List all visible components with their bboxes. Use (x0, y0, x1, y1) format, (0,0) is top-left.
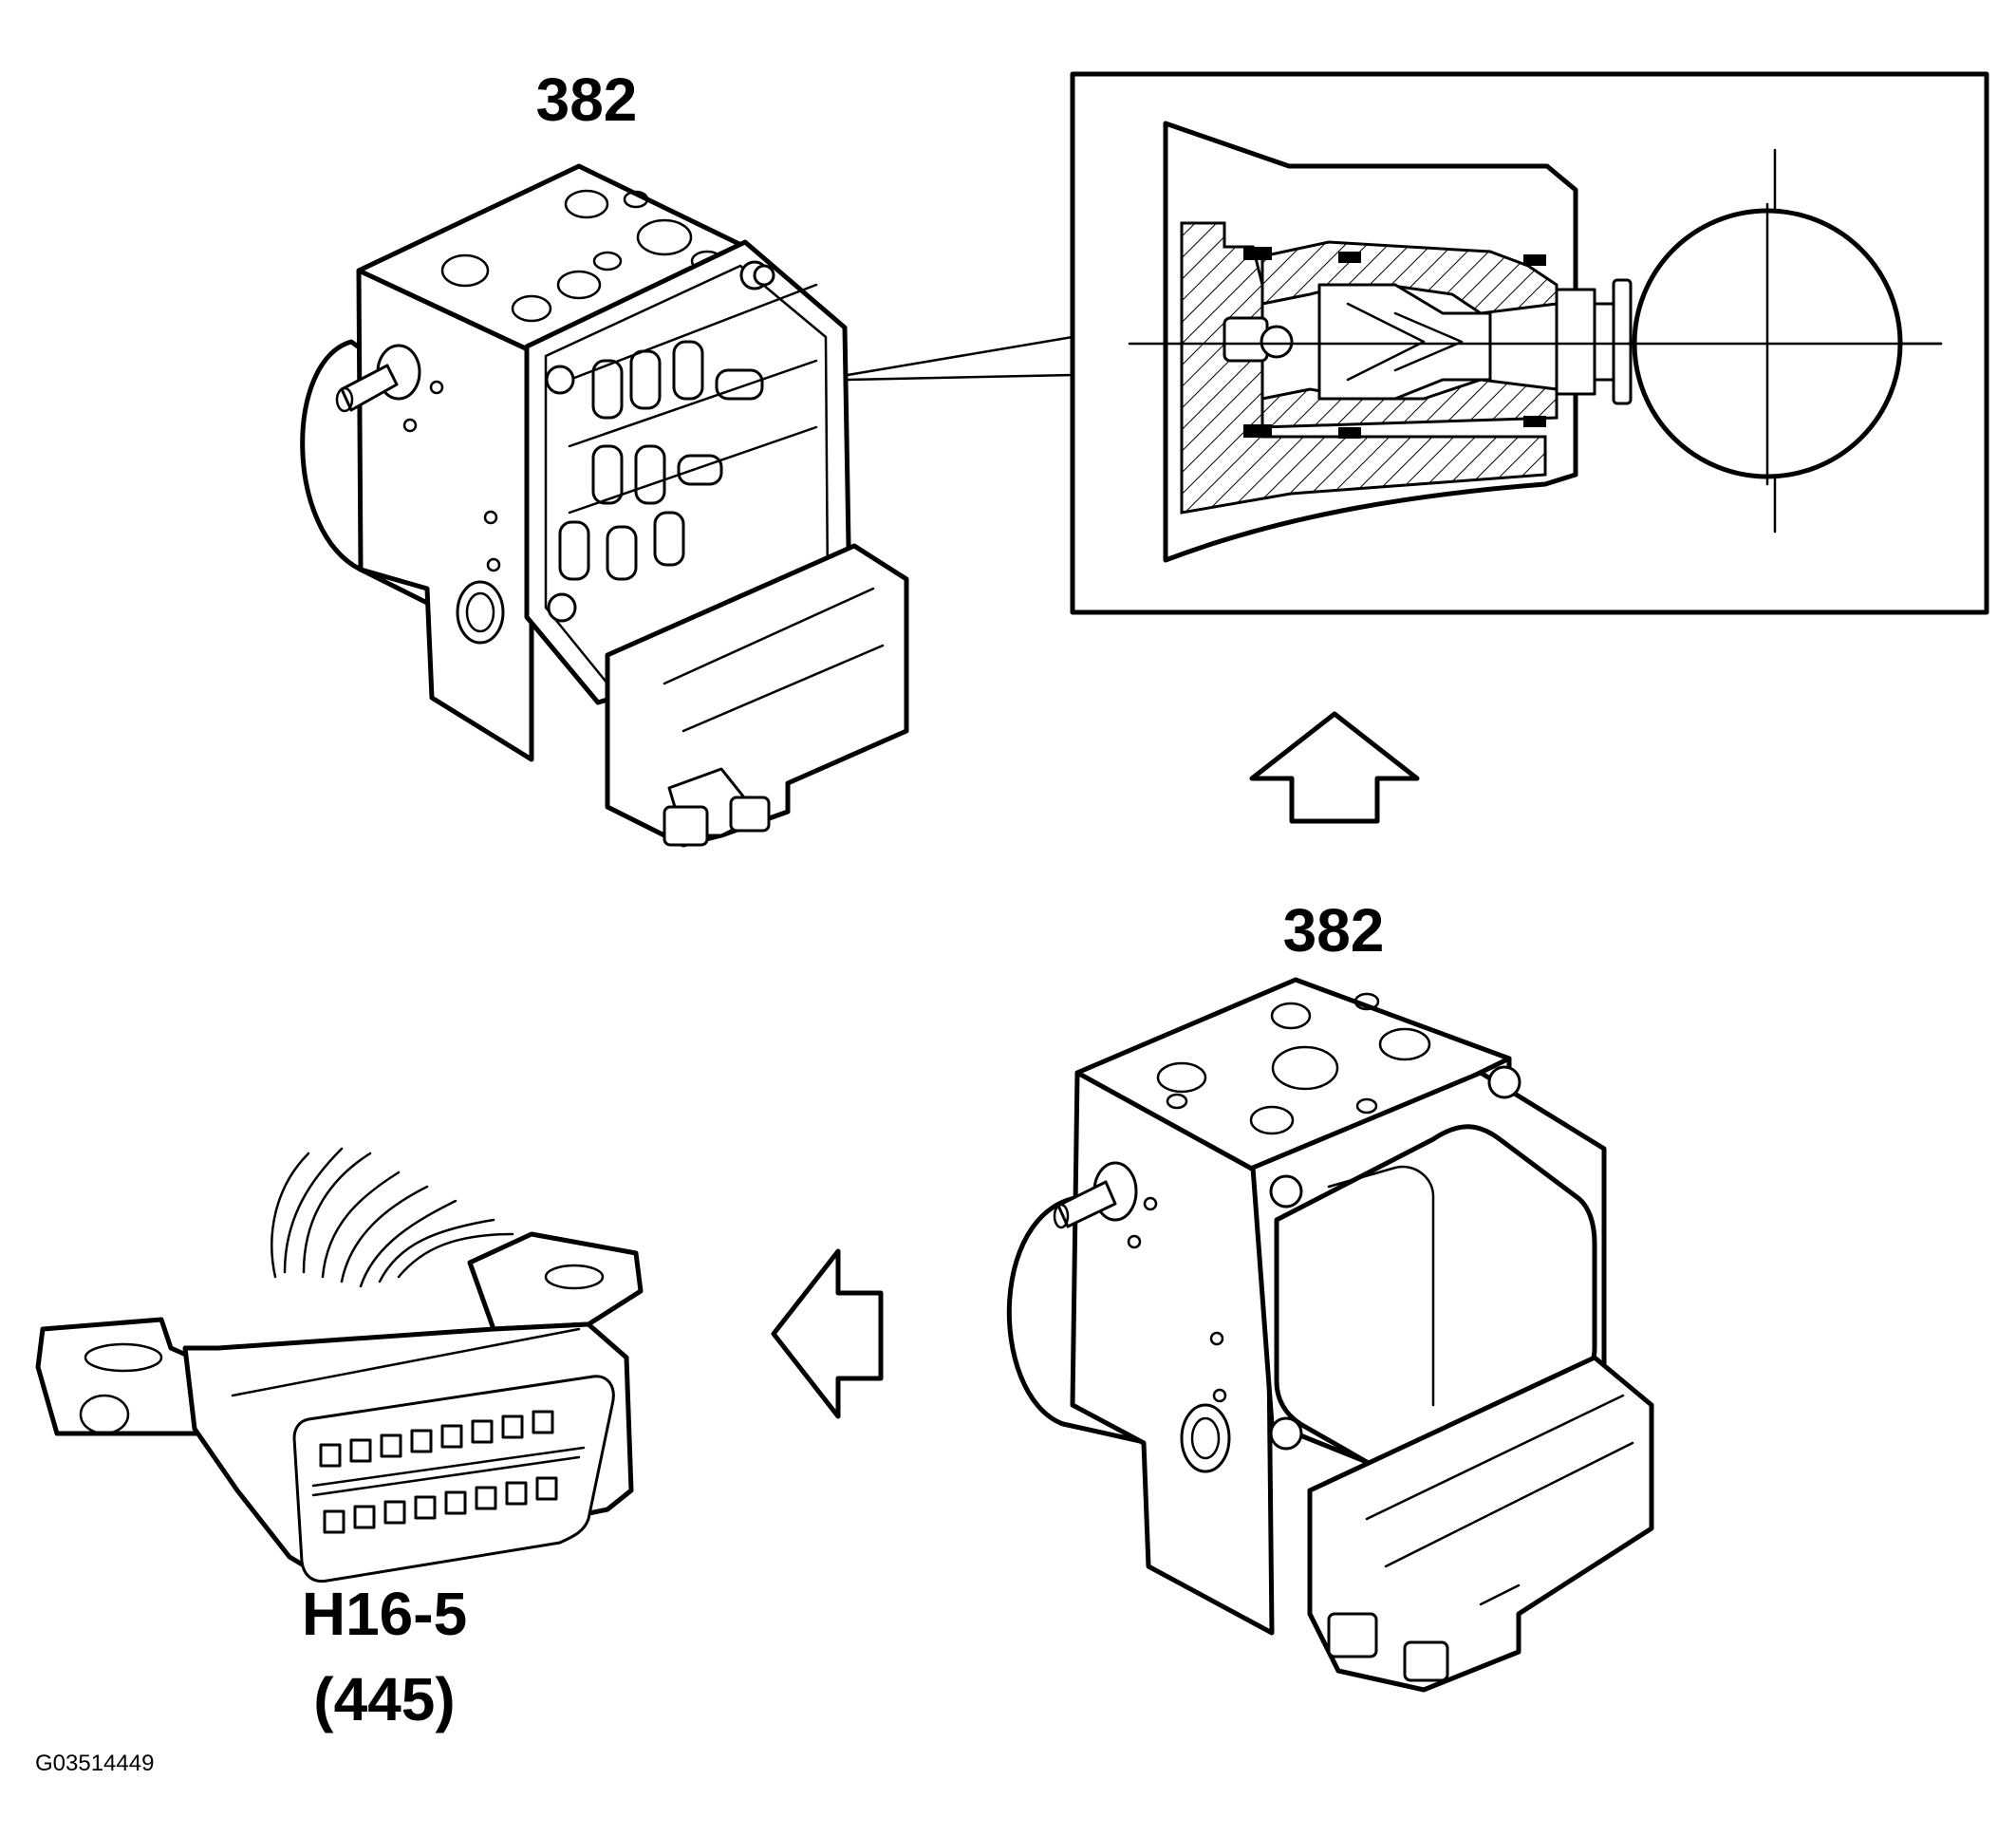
diagnostic-connector (35, 1147, 644, 1583)
valve-coils (558, 283, 818, 581)
module-top-label: 382 (536, 66, 638, 134)
abs-module-top-open (300, 163, 1074, 848)
figure-code: G03514449 (35, 1751, 154, 1776)
module-bottom-label: 382 (1283, 896, 1385, 965)
valve-cross-section-inset (1070, 71, 1989, 615)
up-arrow-icon (1249, 711, 1420, 824)
connector-label: H16-5 (302, 1580, 467, 1648)
left-arrow-icon (771, 1248, 884, 1419)
abs-module-bottom-closed (1006, 977, 1654, 1693)
connector-pins (311, 1410, 586, 1534)
connector-ref-label: (445) (313, 1665, 455, 1733)
